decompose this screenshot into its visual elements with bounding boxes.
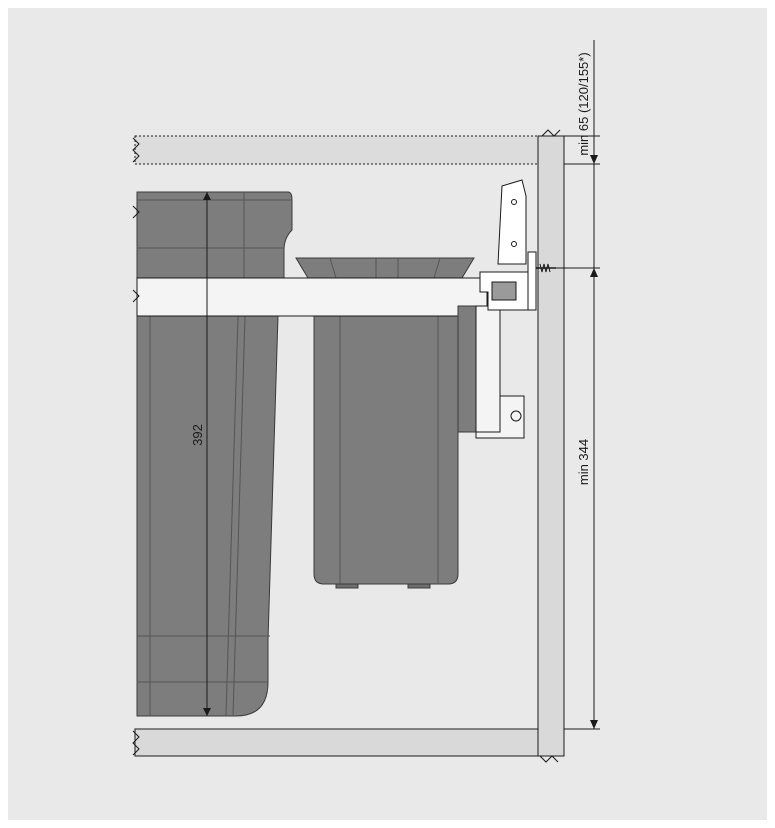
dimension-label-min-65: min 65 (120/155*) [576,52,591,155]
dimension-392: 392 [190,192,211,716]
side-wall-break-top [541,129,561,137]
dimension-min-65: min 65 (120/155*) [564,40,600,268]
dimension-min-344: min 344 [556,267,600,730]
top-shelf-dotted [132,135,539,165]
dimension-label-min-344: min 344 [576,439,591,485]
cabinet-side-wall [537,135,565,757]
mounting-hardware [457,179,556,439]
left-bin [132,191,293,717]
cabinet-bottom-panel [132,728,539,757]
dimension-label-392: 392 [190,424,205,446]
pullout-rail [132,277,488,317]
right-bin [295,257,475,589]
side-wall-break-bottom [539,755,559,763]
